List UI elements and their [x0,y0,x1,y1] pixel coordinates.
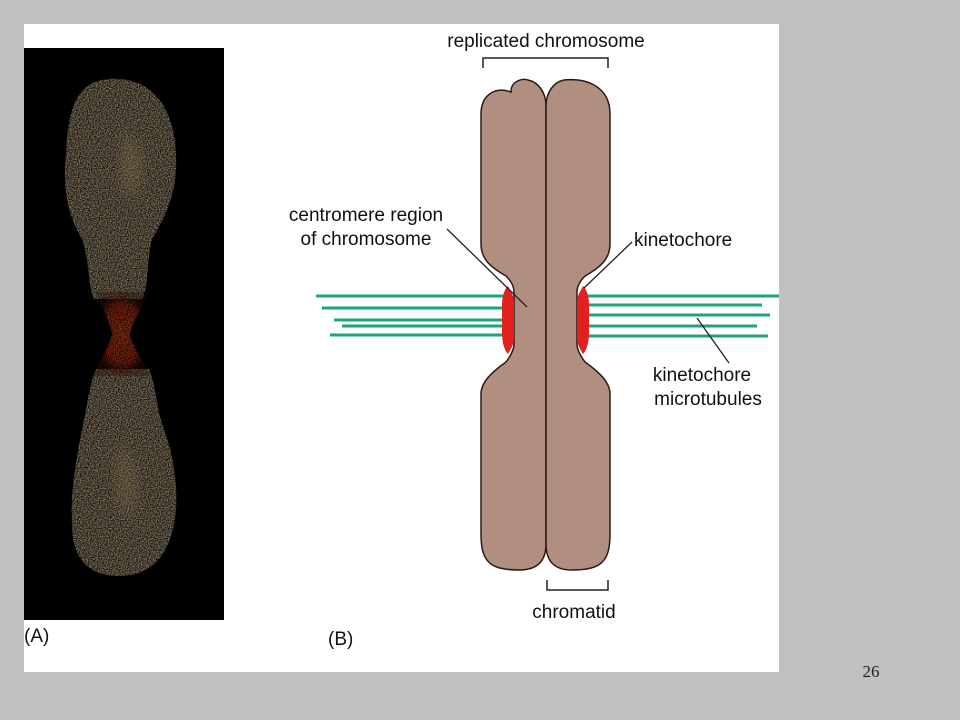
micrograph-upper-arm [64,78,177,300]
replicated-chromosome-bracket [482,57,609,68]
centromere-leader-line [446,228,528,308]
label-kinetochore: kinetochore [634,230,732,251]
left-chromatid [480,78,547,571]
label-chromatid: chromatid [532,602,615,623]
label-microtubules-line1: kinetochore [653,365,751,386]
label-centromere-line1: centromere region [289,205,443,226]
panel-b-label: (B) [328,629,353,650]
micrograph-centromere [94,292,150,376]
schematic-panel-b [316,57,779,591]
label-microtubules-line2: microtubules [654,389,762,410]
micrograph-chromosome [64,78,177,576]
figure-panel: replicated chromosome centromere region … [24,24,779,672]
label-centromere-line2: of chromosome [301,229,432,250]
left-kinetochore [502,286,514,354]
label-replicated-chromosome: replicated chromosome [447,31,644,52]
right-chromatid [545,78,611,571]
chromosome-figure: replicated chromosome centromere region … [24,31,779,650]
kinetochore-leader-line [583,241,633,289]
microtubules-leader-line [696,317,730,364]
chromatid-bracket [546,580,609,591]
micrograph-panel-a [24,48,224,620]
right-kinetochore [577,286,589,354]
panel-a-label: (A) [24,626,49,647]
kinetochore-microtubules [316,294,779,338]
slide-page-number: 26 [862,662,880,681]
